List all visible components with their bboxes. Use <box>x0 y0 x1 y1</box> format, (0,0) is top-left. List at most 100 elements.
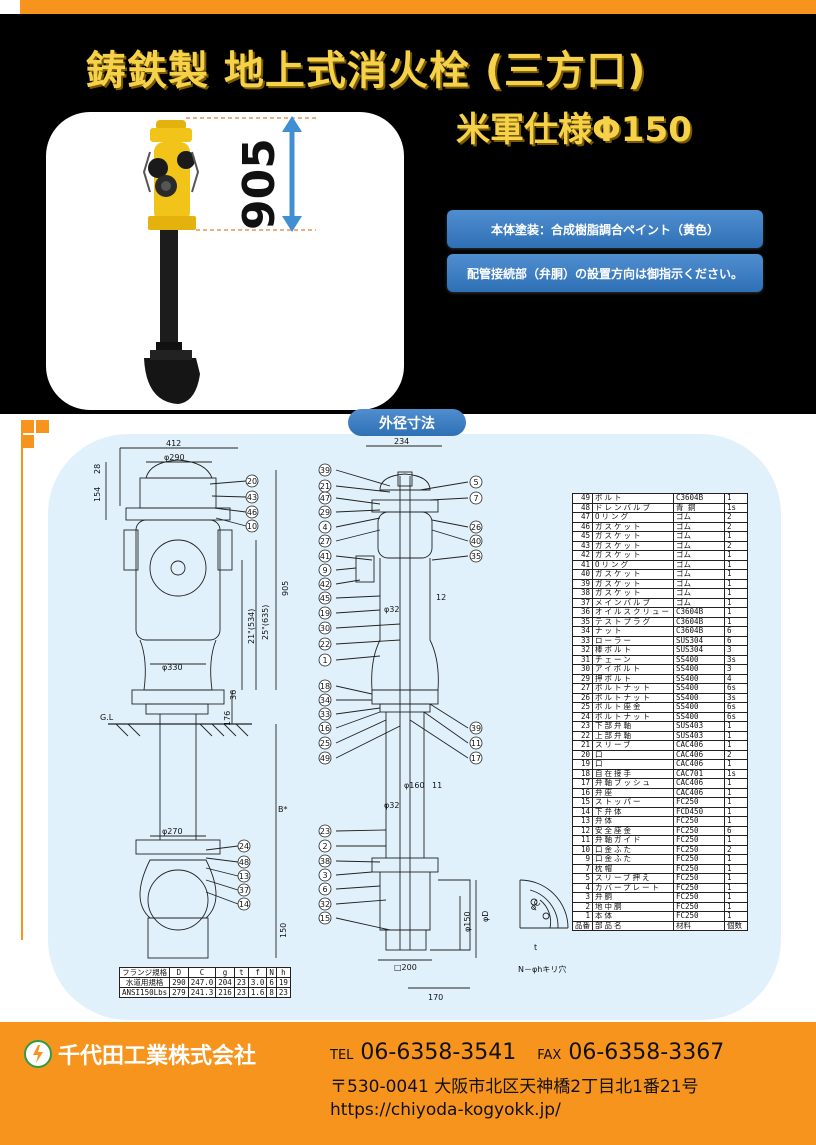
flange-cell: 204 <box>215 977 235 988</box>
contact-phone: TEL 06-6358-3541 FAX 06-6358-3367 <box>330 1040 724 1065</box>
part-material: ゴム <box>673 569 725 580</box>
hero-banner: 鋳鉄製 地上式消火栓 (三方口) 米軍仕様Φ150 905 <box>0 14 816 414</box>
tel-number[interactable]: 06-6358-3541 <box>360 1040 517 1065</box>
callout-13: 13 <box>237 869 251 883</box>
part-qty: 1 <box>724 911 748 922</box>
part-material: C3604B <box>673 493 725 504</box>
part-number: 40 <box>572 569 593 580</box>
part-name: ボルト <box>592 493 674 504</box>
svg-text:2: 2 <box>322 842 327 851</box>
svg-text:33: 33 <box>320 710 330 719</box>
part-number: 36 <box>572 607 593 618</box>
part-material: SS400 <box>673 664 725 675</box>
part-name: アイボルト <box>592 664 674 675</box>
dim-270: φ270 <box>162 827 183 836</box>
product-photo-card: 905 <box>46 112 404 410</box>
svg-text:3: 3 <box>322 871 327 880</box>
dim-160: φ160 <box>404 781 425 790</box>
part-qty: 1 <box>724 493 748 504</box>
svg-text:47: 47 <box>320 494 330 503</box>
svg-text:30: 30 <box>320 624 330 633</box>
part-number: 15 <box>572 797 593 808</box>
part-qty: 1 <box>724 721 748 732</box>
svg-text:18: 18 <box>320 682 330 691</box>
part-qty: 3 <box>724 645 748 656</box>
part-number: 42 <box>572 550 593 561</box>
svg-text:45: 45 <box>320 594 330 603</box>
callout-2: 2 <box>318 839 332 853</box>
svg-text:16: 16 <box>320 724 330 733</box>
svg-text:22: 22 <box>320 640 330 649</box>
part-qty: 1 <box>724 531 748 542</box>
dim-bstar: B* <box>278 805 288 814</box>
tel-label: TEL <box>330 1048 354 1063</box>
callout-9: 9 <box>318 563 332 577</box>
dim-36: 36 <box>229 690 238 700</box>
installation-note: 配管接続部（弁胴）の設置方向は御指示ください。 <box>447 254 763 292</box>
dim-170: 170 <box>428 993 443 1002</box>
part-qty: 1 <box>724 854 748 865</box>
part-number: 13 <box>572 816 593 827</box>
part-name: 棒ボルト <box>592 645 674 656</box>
flange-cell: 23 <box>233 977 249 988</box>
part-number: 27 <box>572 683 593 694</box>
part-number: 49 <box>572 493 593 504</box>
flange-cell: 290 <box>169 977 189 988</box>
dim-150: 150 <box>279 923 288 938</box>
part-qty: 1 <box>724 550 748 561</box>
part-qty: 1 <box>724 778 748 789</box>
svg-text:34: 34 <box>320 696 330 705</box>
part-material: FC250 <box>673 816 725 827</box>
svg-text:24: 24 <box>239 842 249 851</box>
paint-note: 本体塗装：合成樹脂調合ペイント（黄色） <box>447 210 763 248</box>
part-qty: 2 <box>724 512 748 523</box>
part-name: スリーブ <box>592 740 674 751</box>
svg-text:10: 10 <box>247 522 257 531</box>
svg-text:26: 26 <box>471 523 481 532</box>
svg-text:39: 39 <box>471 724 481 733</box>
svg-text:17: 17 <box>471 754 481 763</box>
callout-49: 49 <box>318 751 332 765</box>
dim-534: 21"(534) <box>247 609 256 644</box>
callout-24: 24 <box>237 839 251 853</box>
dim-32b: φ32 <box>384 801 399 810</box>
svg-text:35: 35 <box>471 552 481 561</box>
callout-32: 32 <box>318 897 332 911</box>
part-name: 弁軸ブッシュ <box>592 778 674 789</box>
section-label: 外径寸法 <box>348 409 466 436</box>
part-name: 本体 <box>592 911 674 922</box>
flange-cell: f <box>247 967 268 978</box>
dim-t: t <box>534 943 537 952</box>
part-number: 34 <box>572 626 593 637</box>
callout-21: 21 <box>318 479 332 493</box>
callout-47: 47 <box>318 491 332 505</box>
flange-cell: 8 <box>266 987 277 998</box>
svg-text:1: 1 <box>322 656 327 665</box>
part-name: Oリング <box>592 512 674 523</box>
flange-cell: t <box>233 967 249 978</box>
dim-12: 12 <box>436 593 446 602</box>
svg-text:38: 38 <box>320 857 330 866</box>
company-url-link[interactable]: https://chiyoda-kogyokk.jp/ <box>330 1100 561 1120</box>
flange-cell: 241.3 <box>187 987 217 998</box>
dim-290: φ290 <box>164 453 185 462</box>
part-qty: 1 <box>724 740 748 751</box>
dim-200: □200 <box>394 963 417 972</box>
svg-text:20: 20 <box>247 477 257 486</box>
svg-text:13: 13 <box>239 872 249 881</box>
part-name: 口 <box>592 749 674 760</box>
flange-cell: C <box>187 967 217 978</box>
dim-150-bore: φ150 <box>463 911 472 932</box>
callout-35: 35 <box>469 549 483 563</box>
